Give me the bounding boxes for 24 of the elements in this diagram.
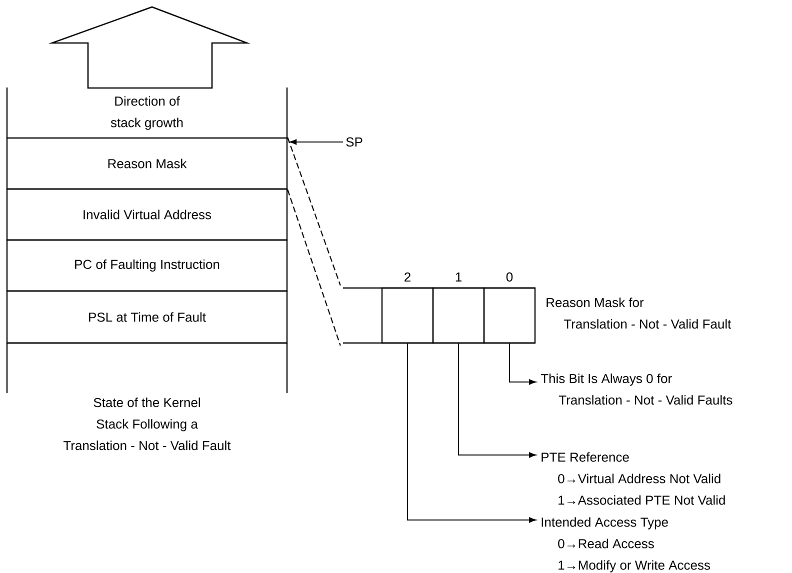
bit-number: 2: [404, 272, 410, 282]
bit-number: 1: [456, 272, 462, 282]
description-text: This Bit Is Always 0 for Translation - Not - Valid Faults: [540, 374, 732, 405]
stack-cell: Direction of stack growth: [6, 88, 288, 138]
stack-cell: Invalid Virtual Address: [6, 188, 288, 241]
pointer-label: SP: [346, 137, 362, 147]
bit-box: [381, 287, 434, 344]
bit-number: 0: [506, 272, 513, 282]
description-text: Intended Access Type 0→Read Access 1→Modify or Write Access: [542, 517, 710, 572]
leader-arrow: [406, 344, 536, 523]
stack-cell: [6, 342, 288, 393]
leader-arrow: [508, 344, 536, 385]
description-text: PTE Reference 0→Virtual Address Not Valid 1→Associated PTE Not Valid: [542, 452, 725, 505]
stack-cell: PC of Faulting Instruction: [6, 239, 288, 292]
expansion-line: [287, 137, 341, 286]
bit-box: [432, 287, 485, 344]
bit-box: [483, 287, 536, 344]
leader-arrow: [290, 139, 343, 145]
caption: State of the Kernel Stack Following a Translation - Not - Valid Fault: [64, 398, 231, 450]
stack-cell: PSL at Time of Fault: [6, 290, 288, 344]
leader-arrow: [458, 344, 536, 458]
register-caption: Reason Mask for Translation - Not - Valid Fault: [546, 298, 732, 329]
expansion-line: [287, 189, 341, 346]
stack-cell: Reason Mask: [6, 137, 288, 190]
